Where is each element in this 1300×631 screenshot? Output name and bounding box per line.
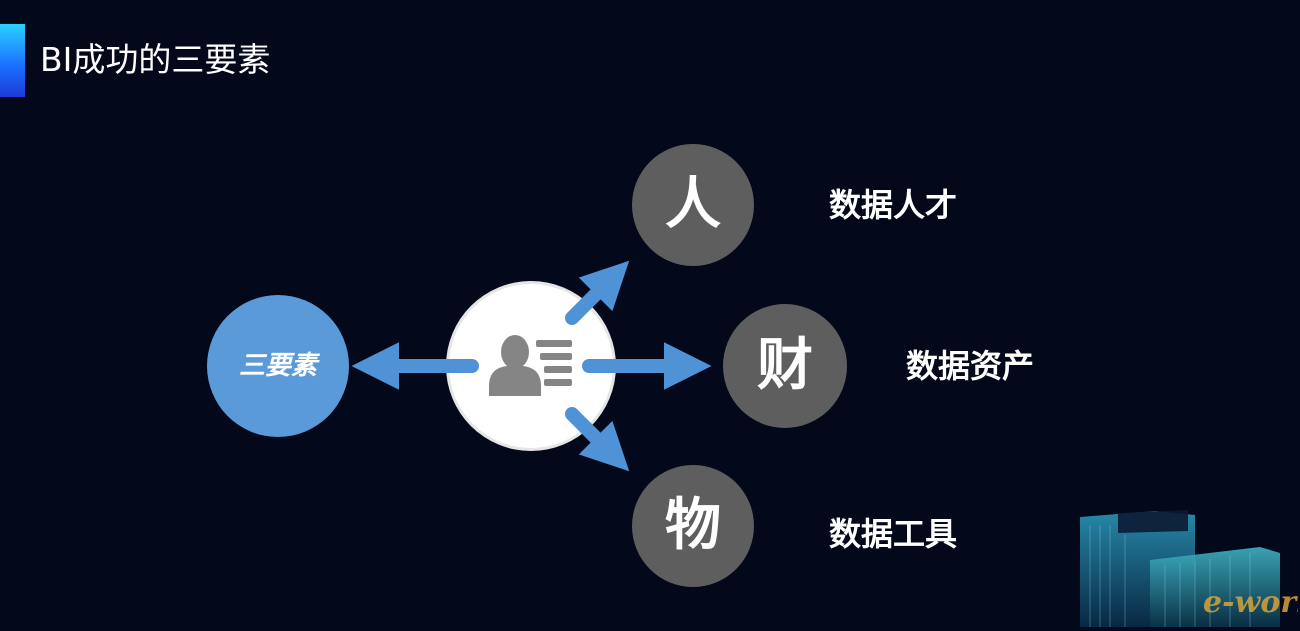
- element-glyph-cai: 财: [757, 333, 813, 398]
- left-node-circle: [207, 295, 349, 437]
- element-label-cai: 数据资产: [906, 347, 1035, 385]
- watermark-logo: e-works: [1203, 586, 1298, 620]
- element-circle-cai: [723, 304, 847, 428]
- arrows: [351, 260, 712, 472]
- element-label-wu: 数据工具: [829, 515, 958, 553]
- center-node-circle: [449, 284, 613, 448]
- element-circle-wu: [632, 465, 754, 587]
- arrow-up-right: [565, 260, 630, 325]
- element-glyph-ren: 人: [665, 172, 721, 237]
- element-circle-ren: [632, 144, 754, 266]
- buildings-decoration: [1080, 510, 1280, 627]
- left-node-label: 三要素: [238, 351, 317, 381]
- element-label-ren: 数据人才: [829, 186, 958, 224]
- user-list-icon: [489, 335, 572, 396]
- page-title: BI成功的三要素: [40, 40, 271, 79]
- element-glyph-wu: 物: [665, 493, 721, 558]
- arrow-down-right: [565, 407, 630, 472]
- title-accent-bar: [0, 24, 25, 97]
